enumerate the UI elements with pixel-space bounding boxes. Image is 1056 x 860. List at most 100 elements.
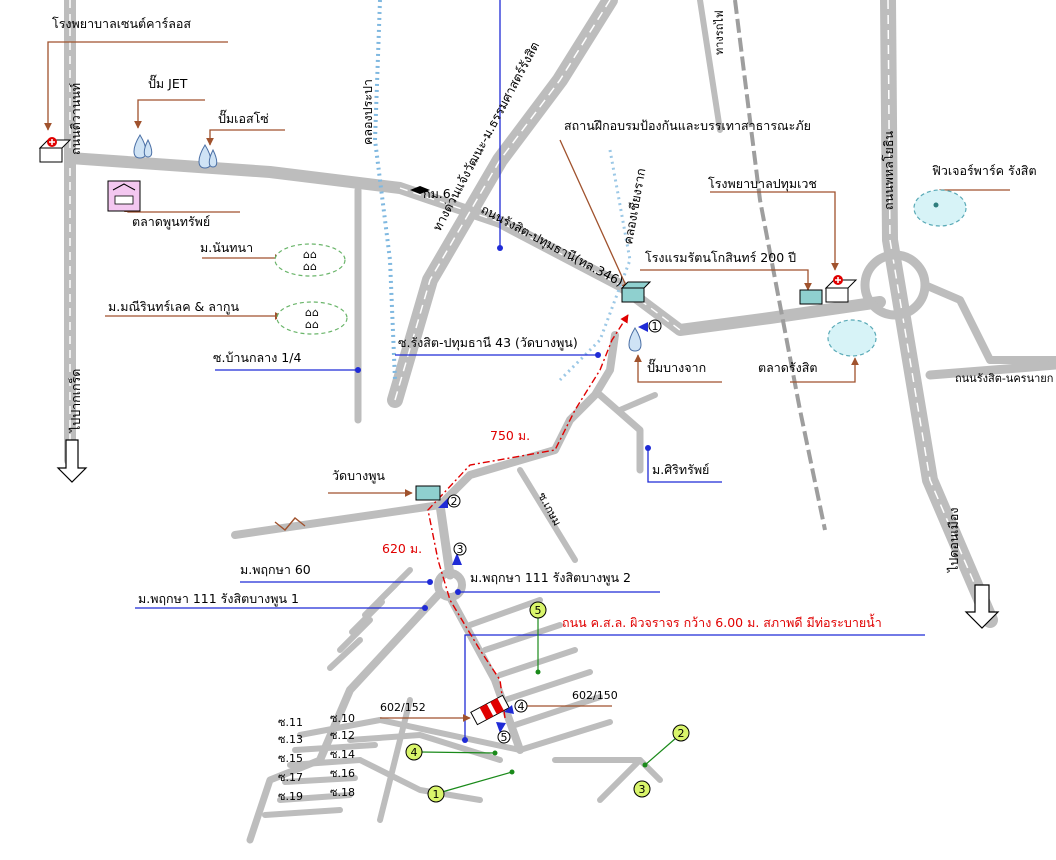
- marker-2-number: 2: [451, 495, 458, 508]
- label-klong-chiangrak: คลองเชียงราก: [620, 167, 648, 246]
- label-wat-bangpoon: วัดบางพูน: [332, 468, 385, 484]
- label-tiwanon: ถนนติวานนท์: [68, 83, 83, 155]
- label-m-sirisap: ม.ศิริทรัพย์: [652, 462, 709, 477]
- photo-point-5: 5: [529, 601, 547, 675]
- label-plot-152: 602/152: [380, 701, 426, 714]
- photo-point-1: 1: [427, 769, 515, 803]
- route-marker-1: 1: [638, 319, 662, 333]
- marker-3-number: 3: [457, 543, 464, 556]
- label-m-pruksa111-2: ม.พฤกษา 111 รังสิตบางพูน 2: [470, 570, 631, 586]
- route-marker-3: 3: [452, 542, 467, 565]
- bridge-icon: [274, 517, 306, 531]
- svg-text:⌂⌂: ⌂⌂: [305, 318, 319, 331]
- svg-text:⌂⌂: ⌂⌂: [305, 306, 319, 319]
- road-west-wat: [231, 501, 444, 539]
- label-to-pakkret: ไปปากเกร็ด: [68, 369, 83, 433]
- route-marker-5: 5: [496, 722, 511, 744]
- label-rattanakosin: โรงแรมรัตนโกสินทร์ 200 ปี: [645, 250, 796, 265]
- gas-station-icon-bangjak: [628, 327, 642, 352]
- photo-2-number: 2: [678, 727, 685, 740]
- label-soi-small: ซ.เกษม: [535, 490, 563, 528]
- label-soi-10: ซ.10: [330, 712, 355, 725]
- label-soi-17: ซ.17: [278, 771, 303, 784]
- label-dist-620: 620 ม.: [382, 541, 422, 556]
- label-soi-13: ซ.13: [278, 733, 303, 746]
- label-phahon-road: ถนนพหลโยธิน: [881, 131, 896, 210]
- label-soi-16: ซ.16: [330, 767, 355, 780]
- site-building-icon: [470, 694, 510, 726]
- label-railway: ทางรถไฟ: [713, 10, 726, 55]
- label-future-park: ฟิวเจอร์พาร์ค รังสิต: [932, 163, 1037, 178]
- soi-leaders: [135, 0, 925, 743]
- label-pathumvej: โรงพยาบาลปทุมเวช: [708, 176, 817, 192]
- pruksa-grid: [246, 567, 663, 844]
- hospital-icon-st-carlos: [38, 137, 72, 163]
- gas-station-icon-esso: [198, 144, 218, 169]
- label-road-note: ถนน ค.ส.ล. ผิวจราจร กว้าง 6.00 ม. สภาพดี…: [562, 613, 882, 630]
- hotel-icon: [799, 289, 823, 305]
- photo-4-number: 4: [411, 746, 418, 759]
- future-park-area: [913, 189, 967, 227]
- marker-4-number: 4: [518, 700, 525, 713]
- label-soi-15: ซ.15: [278, 752, 303, 765]
- klong-chiangrak-canal: [558, 149, 632, 382]
- label-to-donmuang: ไปดอนเมือง: [946, 507, 961, 573]
- label-pump-bangjak: ปั๊มบางจาก: [647, 358, 706, 375]
- gas-station-icon-jet: [133, 134, 153, 159]
- village-icon-manee: ⌂⌂ ⌂⌂: [276, 301, 348, 335]
- svg-text:⌂⌂: ⌂⌂: [303, 260, 317, 273]
- branch-kasem: [517, 467, 578, 563]
- label-soi-12: ซ.12: [330, 729, 355, 742]
- label-m-pruksa111-1: ม.พฤกษา 111 รังสิตบางพูน 1: [138, 591, 299, 607]
- road-network: [64, 0, 1056, 844]
- label-m-nanthana: ม.นันทนา: [200, 240, 253, 255]
- label-esso: ปั๊มเอสโซ่: [218, 109, 269, 126]
- label-st-carlos: โรงพยาบาลเซนต์คาร์ลอส: [52, 16, 191, 31]
- future-park-dot: [933, 202, 939, 208]
- interchange-ramp: [921, 281, 1056, 364]
- arrow-to-donmuang-icon: [964, 584, 1000, 629]
- label-jet: ปั๊ม JET: [148, 74, 188, 91]
- railway: [733, 0, 827, 531]
- label-dist-750: 750 ม.: [490, 428, 530, 443]
- road-north-right: [697, 0, 723, 133]
- label-soi-18: ซ.18: [330, 786, 355, 799]
- label-soi-11: ซ.11: [278, 716, 303, 729]
- label-talat-rangsit: ตลาดรังสิต: [758, 360, 817, 375]
- training-center-icon: [620, 281, 652, 303]
- photo-3-number: 3: [639, 783, 646, 796]
- phahon-centerline: [887, 0, 991, 621]
- label-soi-14: ซ.14: [330, 748, 355, 761]
- photo-point-2: 2: [642, 724, 690, 768]
- photo-point-3: 3: [633, 780, 651, 798]
- photo-1-number: 1: [433, 788, 440, 801]
- route-marker-4: 4: [504, 699, 528, 714]
- label-soi-19: ซ.19: [278, 790, 303, 803]
- main-road-centerline: [399, 187, 681, 331]
- road-to-roundabout: [435, 500, 455, 580]
- route-marker-2: 2: [438, 494, 461, 508]
- marker-5-number: 5: [501, 731, 508, 744]
- hospital-icon-pathumvej: [824, 275, 858, 303]
- village-icon-nanthana: ⌂⌂ ⌂⌂: [274, 243, 346, 277]
- label-m-manee: ม.มณีรินทร์เลค & ลากูน: [108, 299, 239, 315]
- label-disaster-center: สถานฝึกอบรมป้องกันและบรรเทาสาธารณะภัย: [564, 118, 811, 133]
- branch-sirisap-2: [617, 392, 658, 413]
- label-leaders: [44, 41, 1010, 722]
- marker-1-number: 1: [652, 320, 659, 333]
- label-rangsit-nakhon: ถนนรังสิต-นครนายก: [955, 372, 1053, 385]
- label-km6: กม.6: [423, 186, 451, 201]
- label-m-pruksa60: ม.พฤกษา 60: [240, 562, 311, 577]
- temple-icon-wat-bangpoon: [415, 485, 441, 501]
- photo-point-4: 4: [405, 743, 498, 761]
- svg-text:⌂⌂: ⌂⌂: [303, 248, 317, 261]
- market-icon-poon: [107, 180, 141, 212]
- label-plot-150: 602/150: [572, 689, 618, 702]
- label-soi-43: ซ.รังสิต-ปทุมธานี 43 (วัดบางพูน): [398, 335, 578, 351]
- label-soi-ban-klang: ซ.บ้านกลาง 1/4: [213, 350, 301, 365]
- km-marker-icon: [410, 186, 430, 194]
- rangsit-nakhon-road: [925, 360, 1056, 380]
- arrow-to-pakkret-icon: [56, 439, 88, 483]
- label-klong-prapa: คลองประปา: [360, 79, 375, 145]
